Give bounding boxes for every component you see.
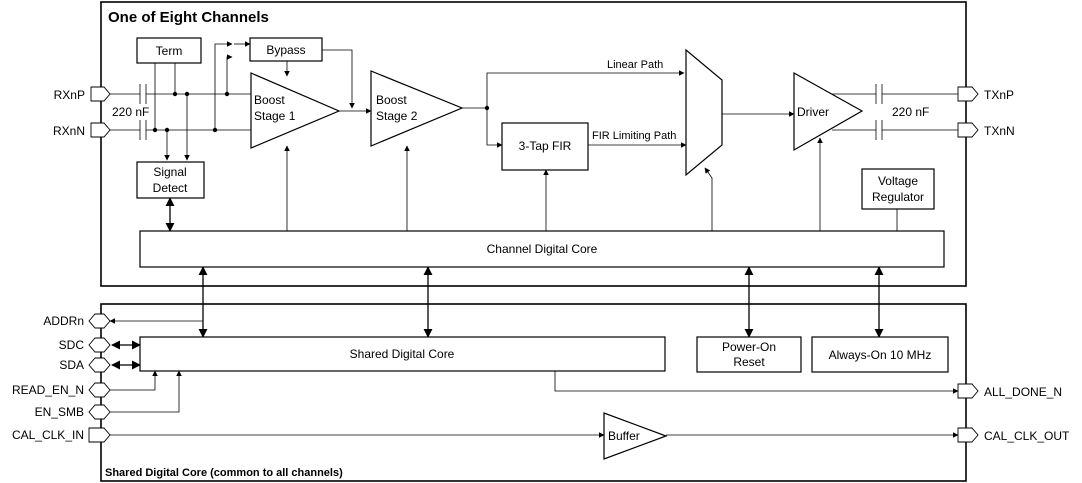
signal-detect-block: Signal Detect <box>136 161 205 199</box>
pin-txnn-label: TXnN <box>984 124 1015 138</box>
boost-stage-2-line1: Boost <box>376 93 407 107</box>
voltage-regulator-line1: Voltage <box>878 174 918 188</box>
boost-stage-2-block: Boost Stage 2 <box>370 70 464 147</box>
pin-rxnp-label: RXnP <box>54 88 85 102</box>
power-on-reset-line1: Power-On <box>722 340 776 354</box>
pin-en-smb: EN_SMB <box>35 404 111 420</box>
voltage-regulator-line2: Regulator <box>872 190 924 204</box>
buffer-label: Buffer <box>608 429 640 443</box>
boost-stage-1-line2: Stage 1 <box>254 109 296 123</box>
shared-frame <box>100 303 967 482</box>
shared-digital-core-block: Shared Digital Core <box>139 336 666 372</box>
input-cap-label: 220 nF <box>112 105 149 119</box>
channel-frame-title: One of Eight Channels <box>108 9 269 26</box>
mux-block <box>685 48 723 177</box>
bypass-block: Bypass <box>249 37 323 62</box>
driver-block: Driver <box>793 71 864 152</box>
pin-txnp: TXnP <box>957 86 1014 102</box>
driver-label: Driver <box>797 105 829 119</box>
pin-rxnn-label: RXnN <box>53 124 85 138</box>
output-cap-label: 220 nF <box>892 105 929 119</box>
boost-stage-2-line2: Stage 2 <box>376 109 418 123</box>
pin-sda: SDA <box>59 357 111 373</box>
pin-sda-label: SDA <box>59 358 84 372</box>
shared-frame-title: Shared Digital Core (common to all chann… <box>105 467 343 479</box>
pin-sdc: SDC <box>59 337 111 353</box>
fir-label: 3-Tap FIR <box>519 139 572 153</box>
power-on-reset-block: Power-On Reset <box>696 336 802 373</box>
always-on-label: Always-On 10 MHz <box>829 348 932 362</box>
signal-detect-line2: Detect <box>153 181 188 195</box>
pin-read-en-n-label: READ_EN_N <box>12 383 84 397</box>
boost-stage-1-line1: Boost <box>254 93 285 107</box>
power-on-reset-line2: Reset <box>733 355 765 369</box>
pin-rxnp: RXnP <box>54 86 111 102</box>
channel-digital-core-block: Channel Digital Core <box>139 230 945 268</box>
fir-block: 3-Tap FIR <box>501 122 589 171</box>
pin-rxnn: RXnN <box>53 122 111 138</box>
pin-addrn: ADDRn <box>43 313 111 329</box>
pin-addrn-label: ADDRn <box>43 314 84 328</box>
signal-detect-line1: Signal <box>153 165 186 179</box>
term-label: Term <box>156 44 183 58</box>
pin-cal-clk-in-label: CAL_CLK_IN <box>12 428 84 442</box>
voltage-regulator-block: Voltage Regulator <box>861 168 935 210</box>
shared-digital-core-label: Shared Digital Core <box>350 347 455 361</box>
term-block: Term <box>136 37 202 64</box>
buffer-block: Buffer <box>603 412 668 460</box>
pin-en-smb-label: EN_SMB <box>35 405 84 419</box>
pin-cal-clk-out: CAL_CLK_OUT <box>957 427 1070 443</box>
boost-stage-1-block: Boost Stage 1 <box>250 72 341 149</box>
pin-read-en-n: READ_EN_N <box>12 382 111 398</box>
always-on-block: Always-On 10 MHz <box>811 336 949 373</box>
fir-limiting-path-label: FIR Limiting Path <box>592 130 676 142</box>
pin-txnn: TXnN <box>957 122 1015 138</box>
pin-txnp-label: TXnP <box>984 88 1014 102</box>
pin-all-done-n: ALL_DONE_N <box>957 383 1062 399</box>
pin-sdc-label: SDC <box>59 338 85 352</box>
linear-path-label: Linear Path <box>607 59 663 71</box>
channel-digital-core-label: Channel Digital Core <box>487 242 598 256</box>
bypass-label: Bypass <box>266 43 305 57</box>
pin-all-done-n-label: ALL_DONE_N <box>984 385 1062 399</box>
pin-cal-clk-out-label: CAL_CLK_OUT <box>984 429 1070 443</box>
pin-cal-clk-in: CAL_CLK_IN <box>12 427 111 443</box>
